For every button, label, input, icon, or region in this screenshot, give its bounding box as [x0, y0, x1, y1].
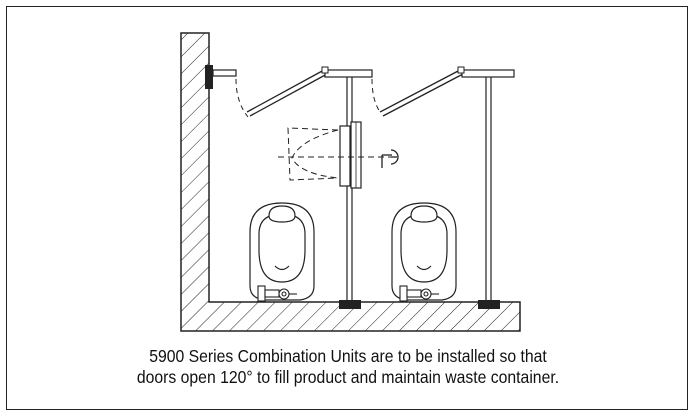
wall: [180, 32, 521, 332]
centerline-symbol: [381, 149, 399, 168]
flush-valve-2: [399, 285, 439, 302]
door-left: [246, 69, 328, 117]
header-panel-1: [321, 66, 373, 78]
unit-door-open-outline: [278, 127, 392, 181]
combination-unit: [339, 121, 362, 189]
urinal-2: [391, 202, 457, 301]
header-panel-2: [457, 66, 515, 78]
caption: 5900 Series Combination Units are to be …: [35, 346, 661, 388]
door-swing-arc: [235, 78, 249, 118]
caption-line-2: doors open 120° to fill product and main…: [136, 367, 560, 387]
door-right: [379, 69, 464, 117]
urinal-1: [249, 202, 315, 301]
pilaster-2: [478, 77, 500, 309]
flush-valve-1: [257, 285, 297, 302]
pilaster-1: [339, 77, 361, 309]
caption-line-1: 5900 Series Combination Units are to be …: [149, 346, 547, 366]
door-swing-arc-2: [371, 78, 381, 113]
wall-hinge: [205, 65, 237, 89]
